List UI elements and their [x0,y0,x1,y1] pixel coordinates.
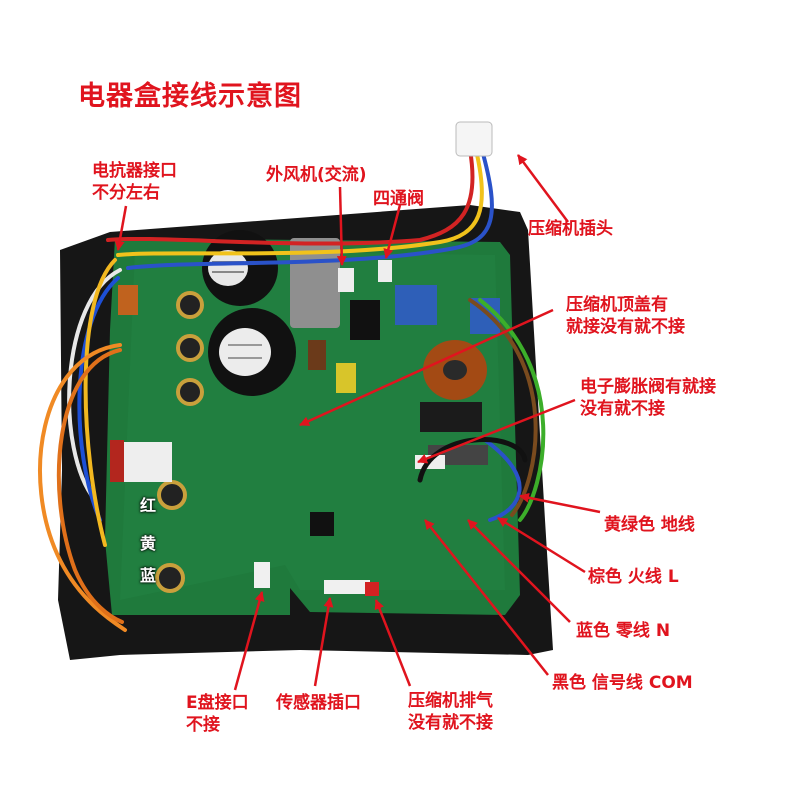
sensor-connector [324,580,370,594]
compressor-top-cover-label: 压缩机顶盖有 就接没有就不接 [566,294,685,338]
sensor-socket-label: 传感器插口 [276,693,361,713]
wire-red-label: 红 [140,496,157,515]
page-title: 电器盒接线示意图 [78,81,302,112]
compressor-plug-label: 压缩机插头 [528,219,613,239]
capacitor-top [202,230,278,306]
compressor-exhaust-label: 压缩机排气 没有就不接 [408,690,493,734]
compressor-top-cover-line2: 就接没有就不接 [566,317,685,337]
ground-wire-label: 黄绿色 地线 [604,515,695,535]
e-plate-port-line2: 不接 [186,715,220,735]
signal-wire-label: 黑色 信号线 COM [552,673,693,693]
expansion-valve-line1: 电子膨胀阀有就接 [580,377,716,397]
compressor-exhaust-line1: 压缩机排气 [408,691,493,711]
e-plate-port-label: E盘接口 不接 [186,692,249,736]
live-wire-label: 棕色 火线 L [588,567,679,587]
expansion-valve-label: 电子膨胀阀有就接 没有就不接 [580,376,716,420]
callout-arrows [114,154,601,691]
reactor-label-line1: 电抗器接口 [92,161,177,181]
compressor-exhaust-line2: 没有就不接 [408,713,493,733]
compressor-plug [455,121,493,157]
outdoor-fan-label: 外风机(交流) [266,165,367,185]
expansion-valve-line2: 没有就不接 [580,399,665,419]
main-chip [310,512,334,536]
wire-blue-label: 蓝 [140,566,157,585]
neutral-wire-label: 蓝色 零线 N [576,621,671,641]
compressor-top-cover-line1: 压缩机顶盖有 [566,295,668,315]
capacitor-bottom [208,308,296,396]
connector-white-left [122,442,172,482]
four-way-valve-label: 四通阀 [373,189,424,209]
e-plate-port-line1: E盘接口 [186,693,249,713]
reactor-label: 电抗器接口 不分左右 [92,160,177,204]
wire-yellow-label: 黄 [140,534,157,553]
reactor-label-line2: 不分左右 [92,183,160,203]
